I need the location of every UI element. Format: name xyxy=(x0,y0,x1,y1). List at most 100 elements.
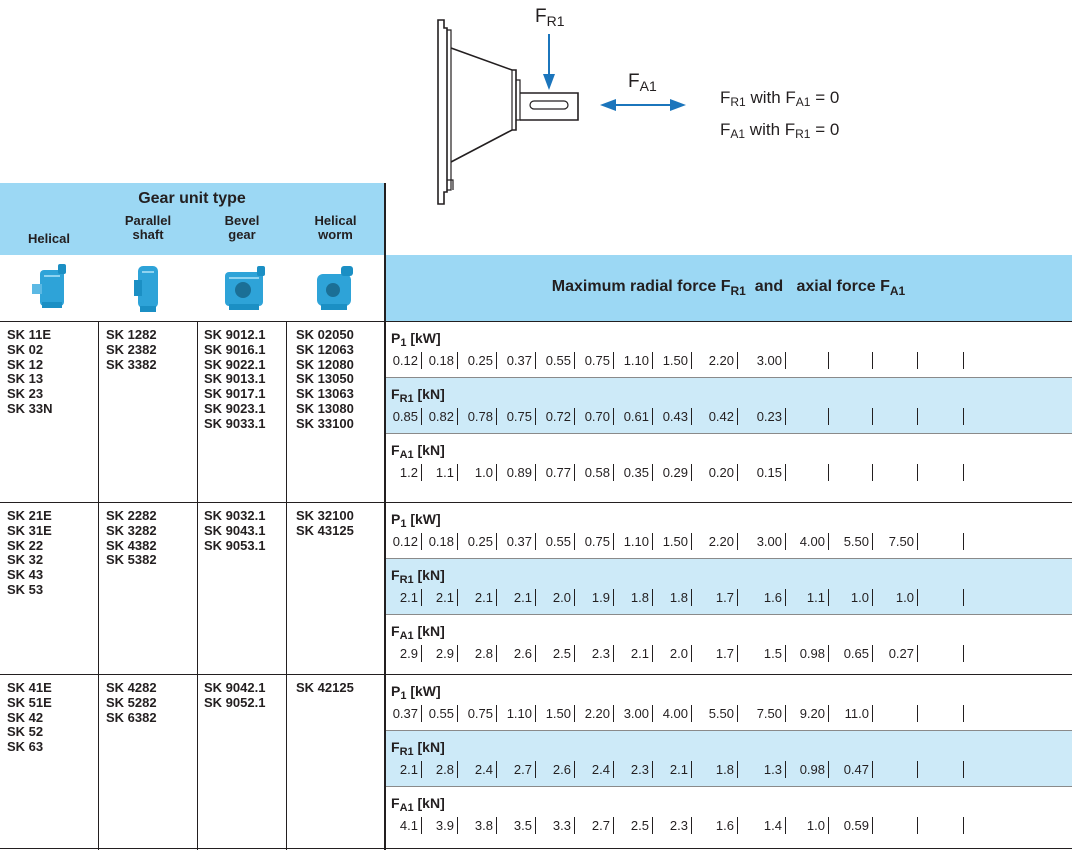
fa1-value-cell: 0.15 xyxy=(756,465,782,480)
col-header-helical-worm: Helical worm xyxy=(314,213,357,242)
fa1-row-label: FA1 [kN] xyxy=(391,623,445,642)
fr1-value-cell: 1.6 xyxy=(763,590,782,605)
cell-divider xyxy=(872,817,873,834)
fa1-value-cell: 0.27 xyxy=(888,646,914,661)
cell-divider xyxy=(828,817,829,834)
row-separator xyxy=(385,786,1072,787)
cell-divider xyxy=(872,645,873,662)
cell-divider xyxy=(963,645,964,662)
fr1-value-cell: 0.43 xyxy=(662,409,688,424)
fa1-value-cell: 2.0 xyxy=(669,646,688,661)
cell-divider xyxy=(963,817,964,834)
fa1-value-cell: 0.77 xyxy=(545,465,571,480)
p1-value-cell: 1.50 xyxy=(545,706,571,721)
fr1-value-cell: 0.23 xyxy=(756,409,782,424)
cell-divider xyxy=(535,705,536,722)
fr1-value-cell: 1.8 xyxy=(715,762,734,777)
cell-divider xyxy=(737,589,738,606)
cell-divider xyxy=(917,533,918,550)
cell-divider xyxy=(496,589,497,606)
cell-divider xyxy=(535,408,536,425)
cell-divider xyxy=(917,817,918,834)
p1-value-cell: 0.55 xyxy=(428,706,454,721)
fa1-value-cell: 1.1 xyxy=(435,465,454,480)
p1-value-cell: 3.00 xyxy=(756,534,782,549)
p1-value-cell: 7.50 xyxy=(756,706,782,721)
fr1-value-cell: 1.8 xyxy=(669,590,688,605)
helical-worm-gear-icon xyxy=(317,266,353,310)
cell-divider xyxy=(737,645,738,662)
fr1-value-cell: 2.1 xyxy=(399,590,418,605)
cell-divider xyxy=(535,352,536,369)
cell-divider xyxy=(737,352,738,369)
p1-value-cell: 0.37 xyxy=(392,706,418,721)
cell-divider xyxy=(421,464,422,481)
cell-divider xyxy=(963,705,964,722)
cell-divider xyxy=(457,408,458,425)
gear-unit-type-header xyxy=(0,183,384,255)
p1-value-cell: 0.25 xyxy=(467,353,493,368)
cell-divider xyxy=(737,705,738,722)
cell-divider xyxy=(613,352,614,369)
cell-divider xyxy=(785,589,786,606)
fa1-value-cell: 2.8 xyxy=(474,646,493,661)
fa1-value-cell: 1.4 xyxy=(763,818,782,833)
flange-shaft-drawing xyxy=(437,19,686,205)
row-separator xyxy=(385,377,1072,378)
group-3-bevel-models: SK 9042.1 SK 9052.1 xyxy=(204,680,266,710)
fa1-value-cell: 2.7 xyxy=(591,818,610,833)
bevel-gear-icon xyxy=(225,266,265,310)
legend-line-1: FR1 with FA1 = 0 xyxy=(720,88,840,109)
cell-divider xyxy=(496,761,497,778)
cell-divider xyxy=(917,352,918,369)
cell-divider xyxy=(828,408,829,425)
fa1-value-cell: 0.89 xyxy=(506,465,532,480)
cell-divider xyxy=(785,464,786,481)
cell-divider xyxy=(828,705,829,722)
cell-divider xyxy=(421,761,422,778)
fa1-value-cell: 2.9 xyxy=(435,646,454,661)
cell-divider xyxy=(785,705,786,722)
group-3-helical-models: SK 41E SK 51E SK 42 SK 52 SK 63 xyxy=(7,680,52,755)
cell-divider xyxy=(828,464,829,481)
cell-divider xyxy=(613,408,614,425)
cell-divider xyxy=(872,705,873,722)
p1-value-cell: 0.55 xyxy=(545,353,571,368)
cell-divider xyxy=(496,645,497,662)
p1-value-cell: 0.37 xyxy=(506,534,532,549)
cell-divider xyxy=(457,589,458,606)
group-3-worm-models: SK 42125 xyxy=(296,680,354,695)
fa1-row-label: FA1 [kN] xyxy=(391,442,445,461)
cell-divider xyxy=(737,464,738,481)
cell-divider xyxy=(496,533,497,550)
divider-header-bottom xyxy=(0,321,1072,322)
cell-divider xyxy=(737,761,738,778)
p1-value-cell: 1.10 xyxy=(506,706,532,721)
divider-col-3 xyxy=(286,322,287,850)
row-separator xyxy=(385,730,1072,731)
cell-divider xyxy=(652,464,653,481)
p1-value-cell: 0.75 xyxy=(584,353,610,368)
fr1-value-cell: 0.85 xyxy=(392,409,418,424)
fa1-value-cell: 2.1 xyxy=(630,646,649,661)
cell-divider xyxy=(574,533,575,550)
fr1-row-label: FR1 [kN] xyxy=(391,567,445,586)
p1-value-cell: 3.00 xyxy=(623,706,649,721)
p1-value-cell: 1.10 xyxy=(623,534,649,549)
force-legend: FR1 with FA1 = 0 FA1 with FR1 = 0 xyxy=(720,84,839,148)
cell-divider xyxy=(613,817,614,834)
fr1-value-cell: 1.1 xyxy=(806,590,825,605)
fa1-value-cell: 0.59 xyxy=(843,818,869,833)
fr1-row-label: FR1 [kN] xyxy=(391,386,445,405)
p1-value-cell: 0.75 xyxy=(584,534,610,549)
p1-value-cell: 5.50 xyxy=(843,534,869,549)
cell-divider xyxy=(421,408,422,425)
cell-divider xyxy=(785,645,786,662)
cell-divider xyxy=(535,533,536,550)
cell-divider xyxy=(785,408,786,425)
fa1-value-cell: 0.20 xyxy=(708,465,734,480)
cell-divider xyxy=(691,589,692,606)
cell-divider xyxy=(535,817,536,834)
cell-divider xyxy=(963,464,964,481)
cell-divider xyxy=(652,761,653,778)
